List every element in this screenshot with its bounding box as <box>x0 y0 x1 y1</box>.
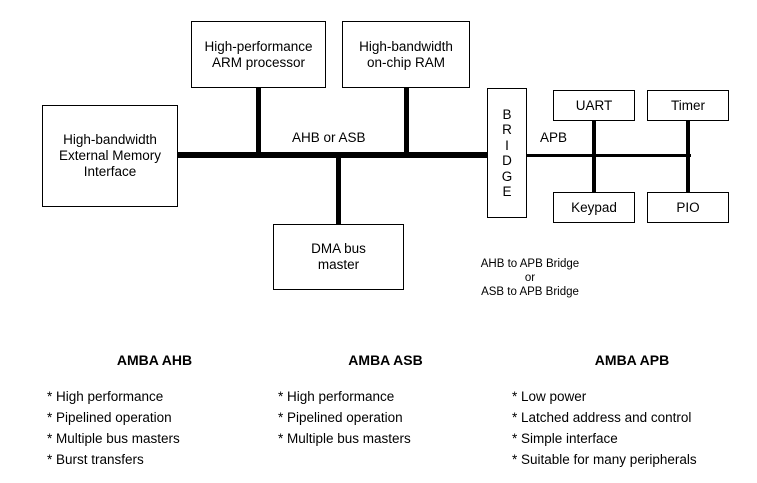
list-item: * Multiple bus masters <box>278 431 411 446</box>
list-item: * Burst transfers <box>47 452 144 467</box>
feature-column-asb: AMBA ASB * High performance * Pipelined … <box>278 352 493 449</box>
bridge-letter-d: D <box>502 153 512 168</box>
system-bus-line <box>178 152 490 158</box>
arm-processor-bus-stub <box>256 88 261 156</box>
block-timer[interactable]: Timer <box>647 90 729 121</box>
feature-list-ahb: * High performance * Pipelined operation… <box>47 386 262 470</box>
block-onchip-ram[interactable]: High-bandwidth on-chip RAM <box>342 21 470 88</box>
block-keypad[interactable]: Keypad <box>553 192 635 223</box>
dma-master-bus-stub <box>336 155 341 225</box>
list-item: * Latched address and control <box>512 410 692 425</box>
bridge-letter-e: E <box>502 184 512 199</box>
block-pio[interactable]: PIO <box>647 192 729 223</box>
list-item: * High performance <box>278 389 395 404</box>
bridge-letter-r: R <box>502 122 512 137</box>
feature-heading-ahb: AMBA AHB <box>116 352 193 368</box>
feature-column-ahb: AMBA AHB * High performance * Pipelined … <box>47 352 262 470</box>
onchip-ram-bus-stub <box>404 88 409 156</box>
block-bridge[interactable]: B R I D G E <box>487 88 527 218</box>
list-item: * Pipelined operation <box>278 410 403 425</box>
block-external-memory-interface[interactable]: High-bandwidth External Memory Interface <box>42 105 178 207</box>
list-item: * Multiple bus masters <box>47 431 180 446</box>
feature-list-asb: * High performance * Pipelined operation… <box>278 386 493 449</box>
feature-list-apb: * Low power * Latched address and contro… <box>512 386 752 470</box>
bridge-letter-i: I <box>505 137 509 153</box>
bridge-caption: AHB to APB Bridge or ASB to APB Bridge <box>480 258 580 298</box>
list-item: * High performance <box>47 389 164 404</box>
uart-keypad-bus-stub <box>592 121 596 193</box>
block-uart[interactable]: UART <box>553 90 635 121</box>
list-item: * Low power <box>512 389 587 404</box>
block-arm-processor[interactable]: High-performance ARM processor <box>191 21 326 88</box>
block-dma-bus-master[interactable]: DMA bus master <box>273 224 404 290</box>
list-item: * Suitable for many peripherals <box>512 452 697 467</box>
feature-column-apb: AMBA APB * Low power * Latched address a… <box>512 352 752 470</box>
feature-heading-apb: AMBA APB <box>594 352 670 368</box>
list-item: * Pipelined operation <box>47 410 172 425</box>
peripheral-bus-line <box>527 154 691 157</box>
bridge-letter-g: G <box>501 168 513 184</box>
peripheral-bus-label: APB <box>540 130 568 146</box>
list-item: * Simple interface <box>512 431 618 446</box>
timer-pio-bus-stub <box>686 121 690 193</box>
system-bus-label: AHB or ASB <box>292 130 366 146</box>
feature-heading-asb: AMBA ASB <box>348 352 423 368</box>
bridge-letter-b: B <box>502 106 512 122</box>
